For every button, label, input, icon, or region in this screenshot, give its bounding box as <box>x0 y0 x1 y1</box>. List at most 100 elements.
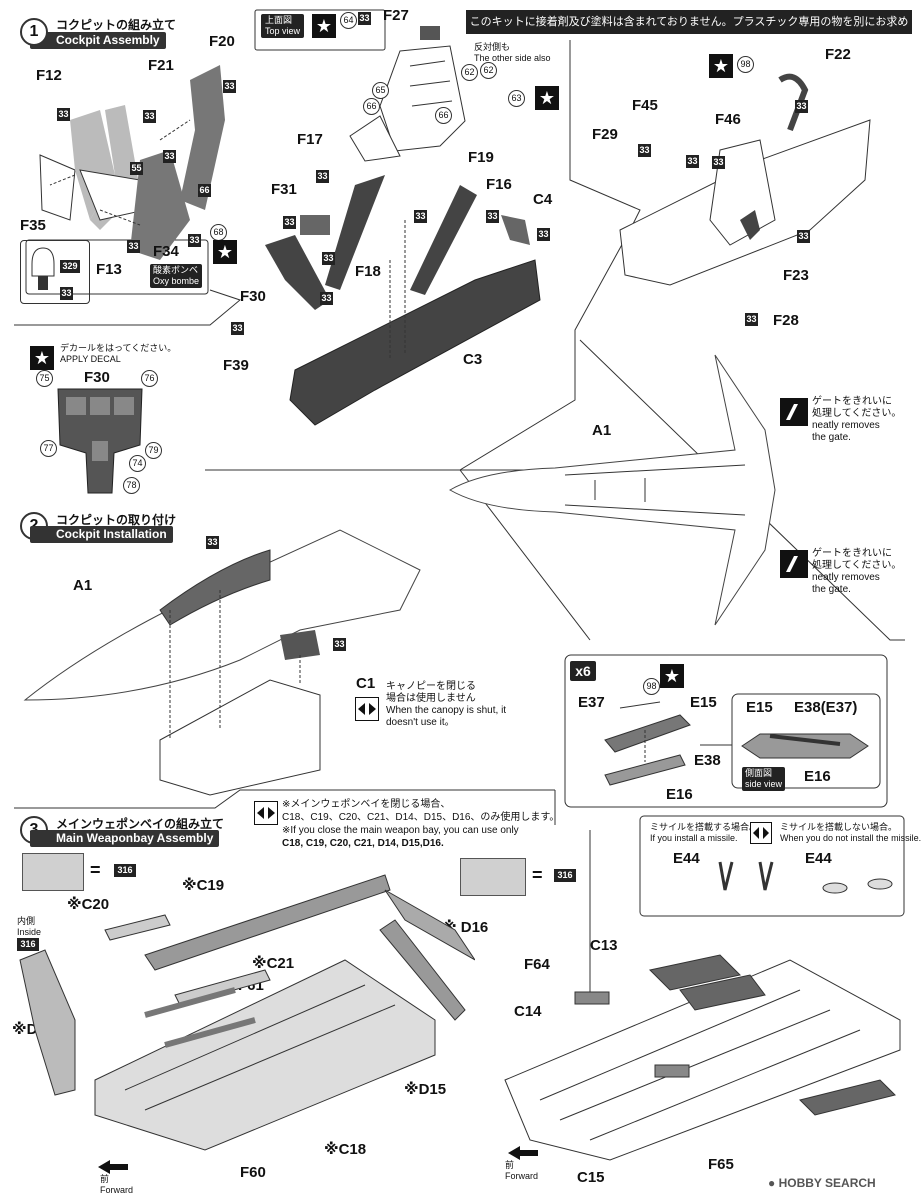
color-code-33: 33 <box>686 155 699 168</box>
seat-assembly-illustration <box>39 65 225 260</box>
part-F65: F65 <box>708 1156 734 1173</box>
equals-sign: = <box>90 860 101 880</box>
part-A1-top: A1 <box>592 422 612 439</box>
part-C21: ※C21 <box>252 955 295 972</box>
gate-icon <box>780 398 808 426</box>
equals-sign: = <box>532 865 543 885</box>
callout-66: 66 <box>435 107 452 124</box>
part-F13: F13 <box>96 261 122 278</box>
callout-98: 98 <box>643 678 660 695</box>
forward-arrow-icon <box>98 1160 128 1174</box>
f35-detail-box <box>20 240 90 304</box>
color-code-33: 33 <box>358 12 371 25</box>
callout-62: 62 <box>480 62 497 79</box>
part-C14: C14 <box>514 1003 542 1020</box>
part-E44-yes: E44 <box>673 850 700 867</box>
canopy-shut-icon <box>355 697 379 721</box>
color-code-33: 33 <box>795 100 808 113</box>
color-swatch <box>22 853 84 891</box>
step1-title-en: Cockpit Assembly <box>30 32 166 49</box>
color-code-33: 33 <box>283 216 296 229</box>
part-E38: E38 <box>694 752 721 769</box>
ejection-seat-illustration <box>349 26 466 162</box>
callout-67: 68 <box>210 224 227 241</box>
e44-parts-illustration <box>718 861 893 894</box>
color-code-33: 33 <box>333 638 346 651</box>
part-E16-side: E16 <box>804 768 831 785</box>
part-F27: F27 <box>383 7 409 24</box>
callout-74: 74 <box>129 455 146 472</box>
color-code-316: 316 <box>17 938 39 951</box>
callout-77: 77 <box>40 440 57 457</box>
callout-64: 64 <box>340 12 357 29</box>
step1-title-jp: コクピットの組み立て <box>56 18 177 32</box>
color-code-33: 33 <box>797 230 810 243</box>
part-F16: F16 <box>486 176 512 193</box>
callout-63: 63 <box>508 90 525 107</box>
part-F22: F22 <box>825 46 851 63</box>
callout-66: 66 <box>363 98 380 115</box>
color-code-33: 33 <box>188 234 201 247</box>
part-F60: F60 <box>240 1164 266 1181</box>
color-code-33: 33 <box>322 252 335 265</box>
step3-title-jp: メインウェポンベイの組み立て <box>56 817 225 831</box>
step2-title-en: Cockpit Installation <box>30 526 173 543</box>
decal-note: デカールをはってください。APPLY DECAL <box>60 343 177 364</box>
weapon-bay-left-illustration <box>19 874 475 1151</box>
part-E44-no: E44 <box>805 850 832 867</box>
part-F21: F21 <box>148 57 174 74</box>
color-swatch <box>460 858 526 896</box>
bay-note: ※メインウェポンベイを閉じる場合、 C18、C19、C20、C21、D14、D1… <box>282 799 560 849</box>
color-code-33: 33 <box>745 313 758 326</box>
part-F30: F30 <box>240 288 266 305</box>
missile-choice-icon <box>750 822 772 844</box>
part-F35: F35 <box>20 217 46 234</box>
notice-banner: このキットに接着剤及び塗料は含まれておりません。プラスチック専用の物を別にお求め… <box>466 10 912 52</box>
instrument-panel-illustration <box>57 388 143 494</box>
pylon-side-illustration <box>741 733 869 759</box>
cockpit-tub-illustration <box>265 175 541 426</box>
gate-icon <box>780 550 808 578</box>
color-code-33: 33 <box>320 292 333 305</box>
bay-closed-icon <box>254 801 278 825</box>
part-F19: F19 <box>468 149 494 166</box>
callout-76: 76 <box>141 370 158 387</box>
missile-no-note: ミサイルを搭載しない場合。When you do not install the… <box>780 822 922 843</box>
color-code-316: 316 <box>554 869 576 882</box>
part-F29: F29 <box>592 126 618 143</box>
topview-star-icon: ★ <box>312 14 336 38</box>
part-F64: F64 <box>524 956 550 973</box>
fuselage-underside-illustration <box>448 354 776 626</box>
color-code-33: 33 <box>206 536 219 549</box>
weapon-bay-right-illustration <box>504 954 901 1161</box>
fuselage-nose-illustration <box>23 529 421 796</box>
part-E15-side: E15 <box>746 699 773 716</box>
decal-part-F30: F30 <box>84 369 110 386</box>
color-code-33: 33 <box>143 110 156 123</box>
watermark: ● HOBBY SEARCH <box>768 1176 876 1190</box>
color-code-55: 55 <box>130 162 143 175</box>
color-code-66: 66 <box>198 184 211 197</box>
canopy-note: キャノピーを閉じる場合は使用しません When the canopy is sh… <box>386 681 507 728</box>
part-A1-nose: A1 <box>73 577 93 594</box>
forward-arrow-icon <box>508 1146 538 1160</box>
callout-75: 75 <box>36 370 53 387</box>
part-E16: E16 <box>666 786 693 803</box>
part-F12: F12 <box>36 67 62 84</box>
color-code-33: 33 <box>537 228 550 241</box>
color-code-33: 33 <box>316 170 329 183</box>
part-F17: F17 <box>297 131 323 148</box>
part-C20: ※C20 <box>67 896 110 913</box>
color-code-33: 33 <box>638 144 651 157</box>
color-code-33: 33 <box>163 150 176 163</box>
color-code-33: 33 <box>57 108 70 121</box>
color-code-33: 33 <box>712 156 725 169</box>
x6-badge: x6 <box>570 661 596 681</box>
callout-78: 78 <box>123 477 140 494</box>
callout-79: 79 <box>145 442 162 459</box>
